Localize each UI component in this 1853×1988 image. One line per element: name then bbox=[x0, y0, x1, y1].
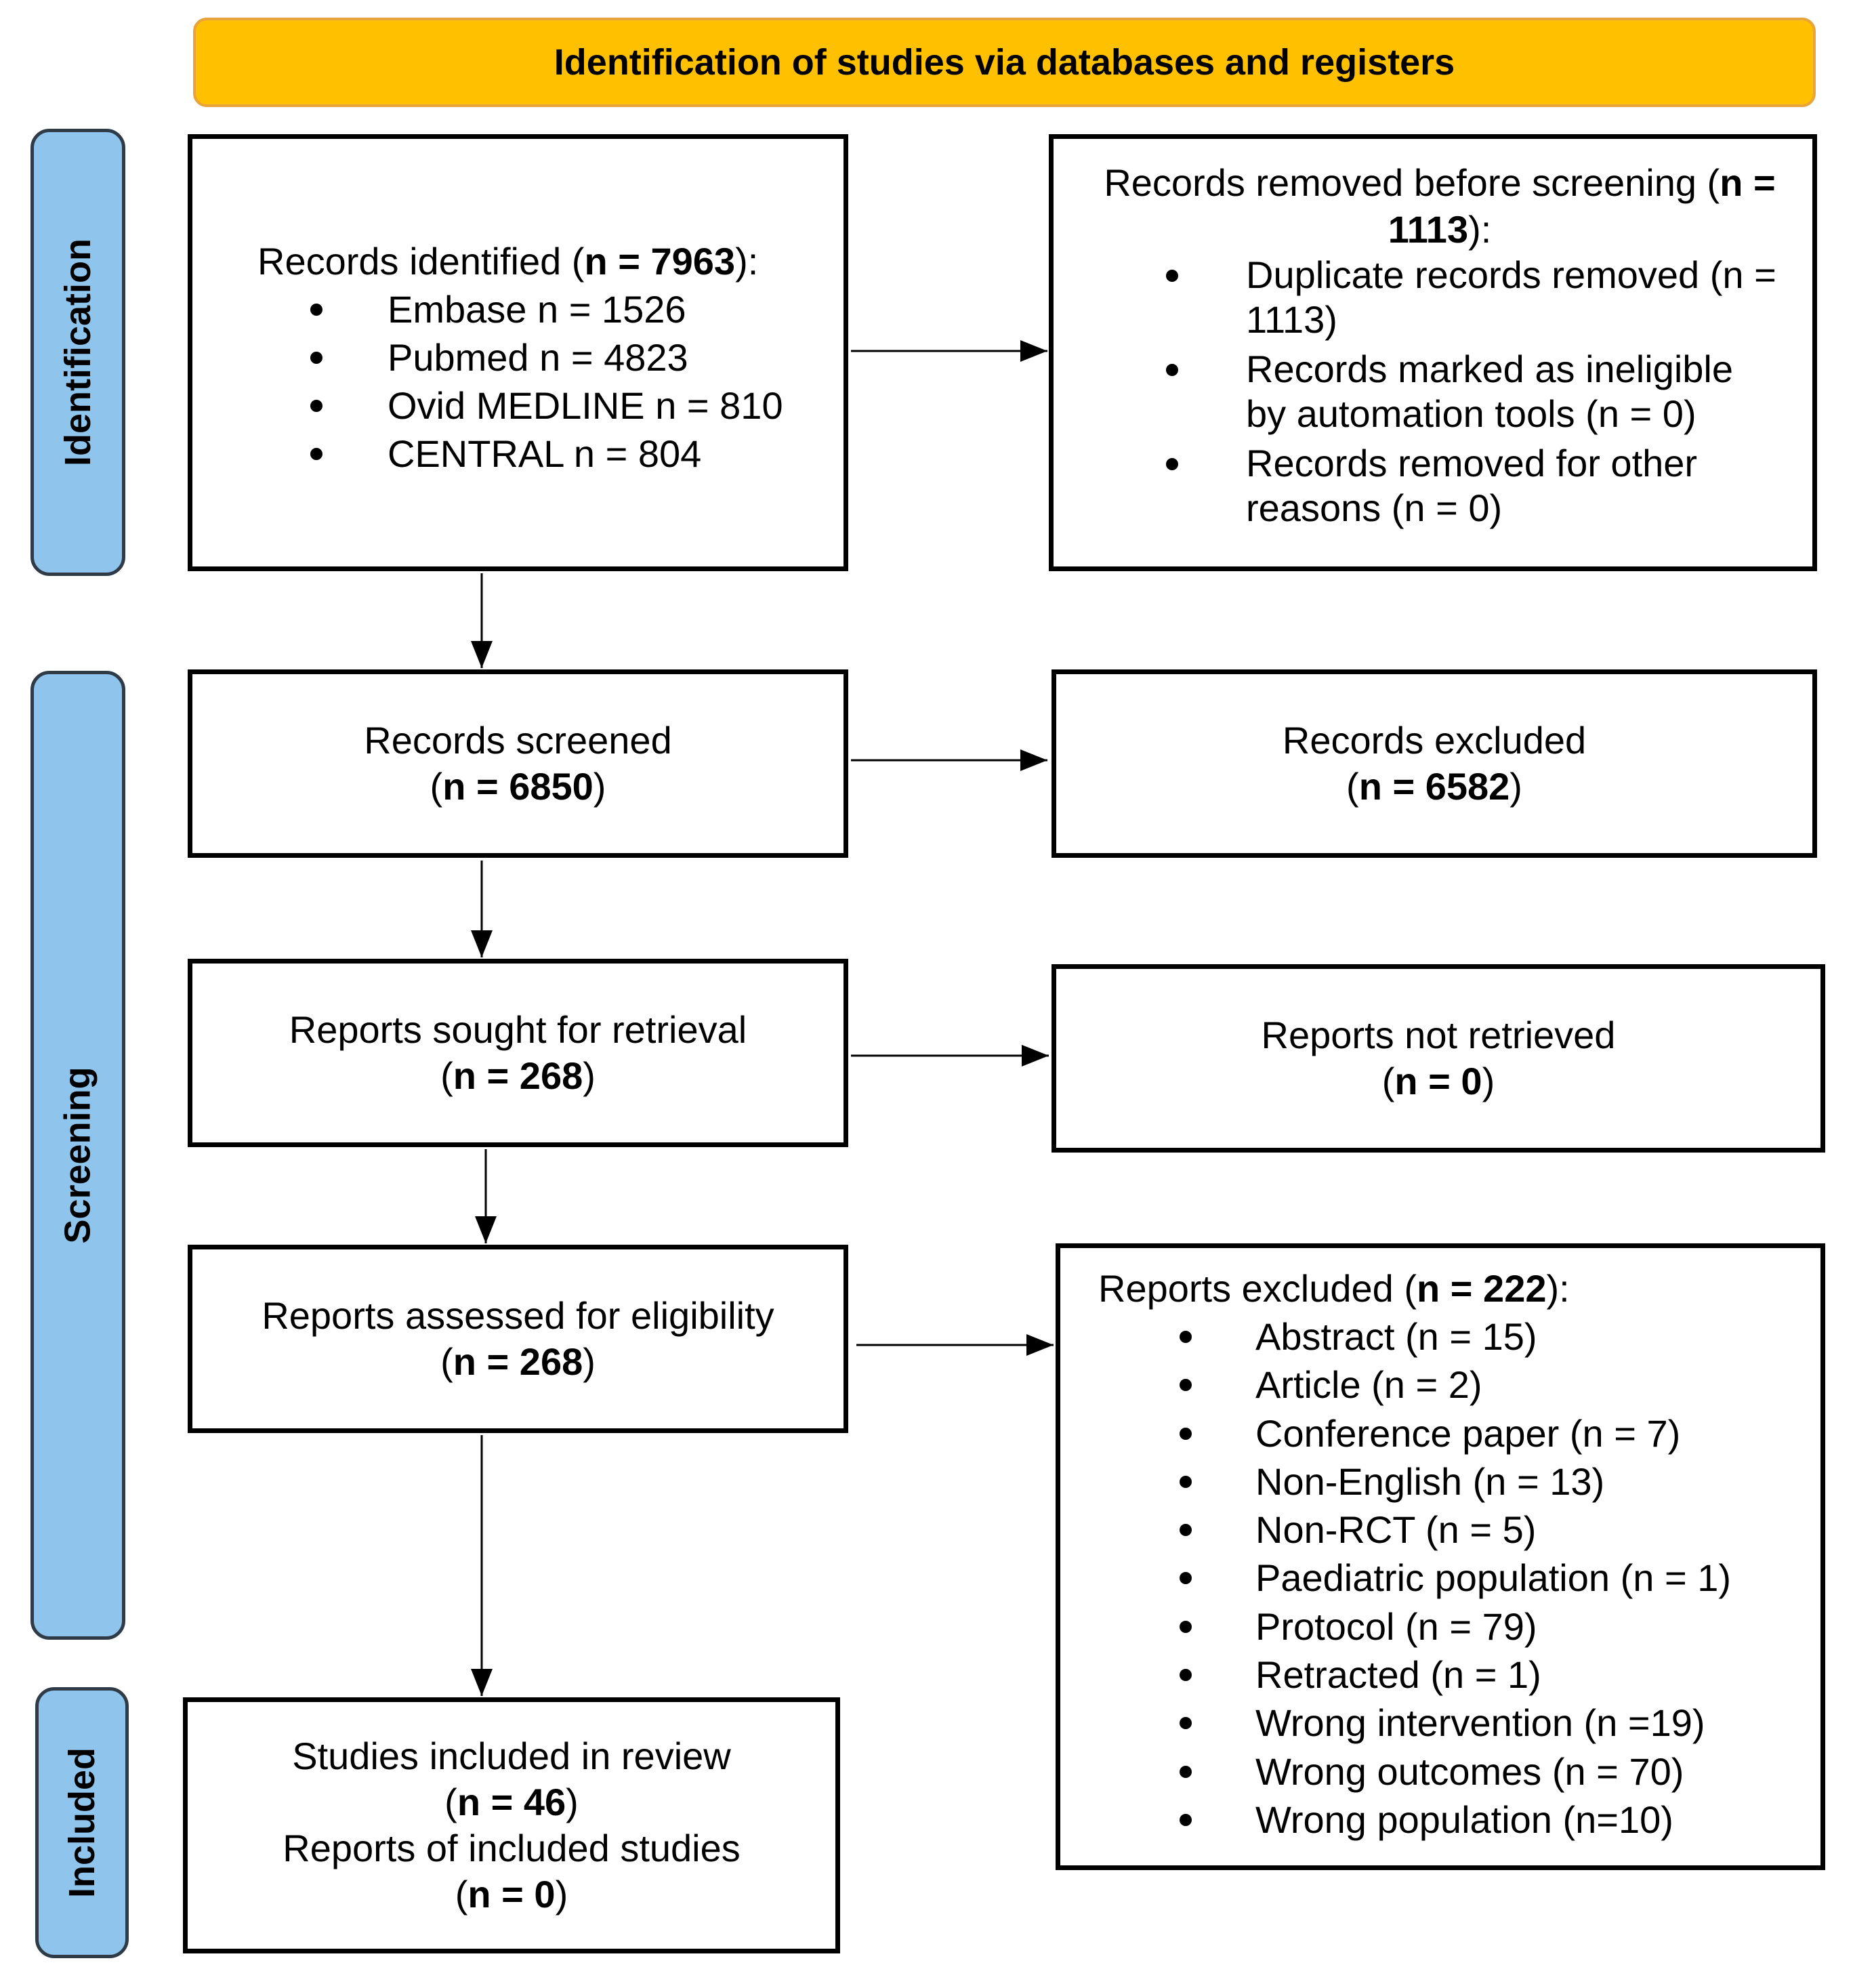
reports-excluded-title: Reports excluded (n = 222): bbox=[1098, 1267, 1570, 1310]
reports-assessed-count: (n = 268) bbox=[440, 1340, 596, 1383]
records-identified-box: Records identified (n = 7963): Embase n … bbox=[188, 134, 848, 571]
list-item: Paediatric population (n = 1) bbox=[1180, 1554, 1731, 1602]
reports-sought-count: (n = 268) bbox=[440, 1054, 596, 1097]
list-item: Ovid MEDLINE n = 810 bbox=[310, 381, 783, 430]
studies-included-label: Studies included in review bbox=[292, 1735, 731, 1777]
records-excluded-count: (n = 6582) bbox=[1346, 765, 1522, 808]
studies-included-box: Studies included in review (n = 46) Repo… bbox=[183, 1697, 840, 1953]
reports-assessed-box: Reports assessed for eligibility (n = 26… bbox=[188, 1245, 848, 1433]
reports-sought-label: Reports sought for retrieval bbox=[289, 1008, 747, 1051]
records-identified-title: Records identified (n = 7963): bbox=[257, 240, 759, 283]
reports-not-retrieved-label: Reports not retrieved bbox=[1261, 1014, 1616, 1056]
diagram-header: Identification of studies via databases … bbox=[193, 18, 1816, 107]
records-excluded-label: Records excluded bbox=[1282, 719, 1587, 762]
records-removed-box: Records removed before screening (n = 11… bbox=[1049, 134, 1817, 571]
reports-not-retrieved-count: (n = 0) bbox=[1381, 1060, 1495, 1102]
list-item: Records marked as ineligible by automati… bbox=[1166, 347, 1781, 436]
list-item: Non-RCT (n = 5) bbox=[1180, 1506, 1731, 1554]
records-screened-label: Records screened bbox=[364, 719, 672, 762]
list-item: Records removed for other reasons (n = 0… bbox=[1166, 441, 1781, 531]
phase-identification: Identification bbox=[30, 129, 125, 576]
phase-screening: Screening bbox=[30, 671, 125, 1640]
reports-assessed-label: Reports assessed for eligibility bbox=[262, 1294, 774, 1337]
records-removed-title: Records removed before screening (n = 11… bbox=[1104, 161, 1776, 251]
list-item: Embase n = 1526 bbox=[310, 285, 783, 333]
reports-sought-box: Reports sought for retrieval (n = 268) bbox=[188, 959, 848, 1147]
reports-included-label: Reports of included studies bbox=[283, 1827, 741, 1869]
list-item: Wrong population (n=10) bbox=[1180, 1796, 1731, 1844]
list-item: Pubmed n = 4823 bbox=[310, 333, 783, 381]
list-item: Non-English (n = 13) bbox=[1180, 1457, 1731, 1506]
list-item: Wrong intervention (n =19) bbox=[1180, 1699, 1731, 1747]
records-screened-count: (n = 6850) bbox=[430, 765, 606, 808]
reports-excluded-box: Reports excluded (n = 222): Abstract (n … bbox=[1056, 1243, 1825, 1870]
list-item: Abstract (n = 15) bbox=[1180, 1312, 1731, 1361]
reports-excluded-list: Abstract (n = 15) Article (n = 2) Confer… bbox=[1180, 1312, 1731, 1844]
phase-included: Included bbox=[35, 1687, 129, 1958]
list-item: Retracted (n = 1) bbox=[1180, 1651, 1731, 1699]
records-identified-list: Embase n = 1526 Pubmed n = 4823 Ovid MED… bbox=[310, 285, 783, 478]
list-item: CENTRAL n = 804 bbox=[310, 430, 783, 478]
studies-included-count: (n = 46) bbox=[444, 1781, 579, 1823]
reports-not-retrieved-box: Reports not retrieved (n = 0) bbox=[1052, 964, 1825, 1153]
list-item: Wrong outcomes (n = 70) bbox=[1180, 1747, 1731, 1796]
records-screened-box: Records screened (n = 6850) bbox=[188, 669, 848, 858]
reports-included-count: (n = 0) bbox=[455, 1873, 568, 1915]
list-item: Protocol (n = 79) bbox=[1180, 1602, 1731, 1651]
list-item: Duplicate records removed (n = 1113) bbox=[1166, 253, 1781, 342]
list-item: Article (n = 2) bbox=[1180, 1361, 1731, 1409]
list-item: Conference paper (n = 7) bbox=[1180, 1409, 1731, 1457]
records-excluded-box: Records excluded (n = 6582) bbox=[1052, 669, 1817, 858]
records-removed-list: Duplicate records removed (n = 1113) Rec… bbox=[1166, 253, 1781, 535]
